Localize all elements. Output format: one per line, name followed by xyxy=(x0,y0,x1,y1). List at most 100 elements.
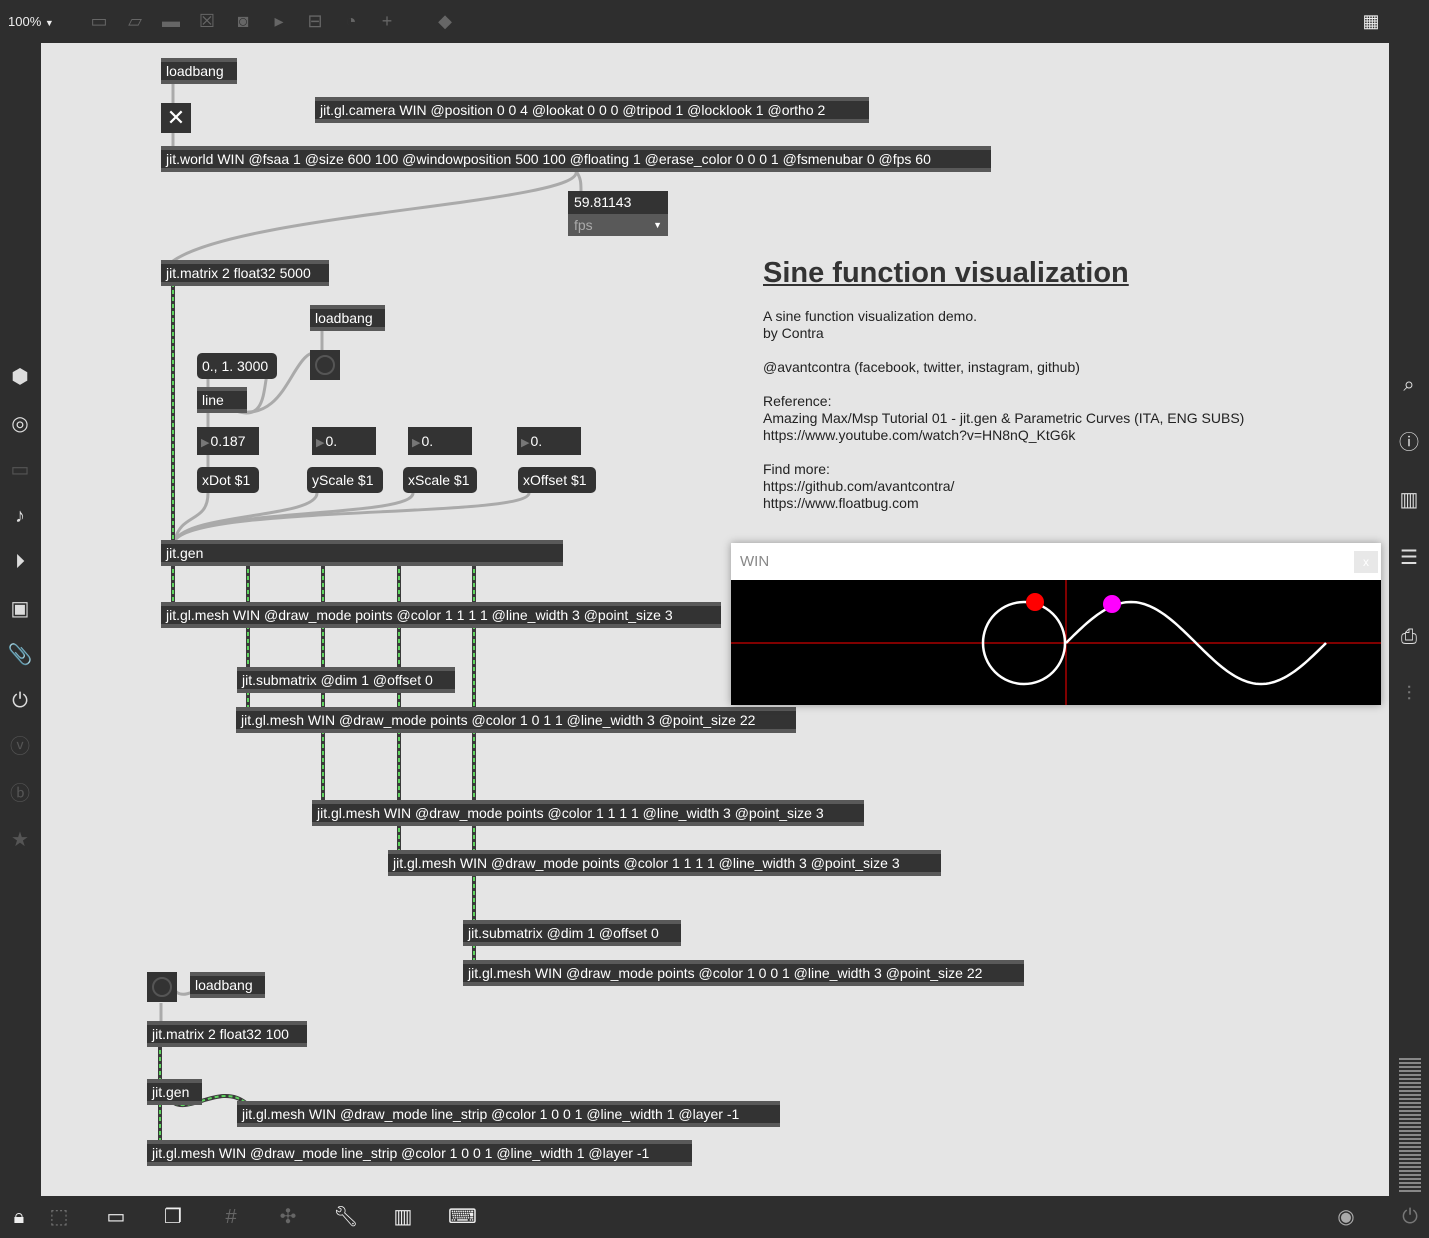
plug-icon[interactable]: ⏻ xyxy=(12,690,28,712)
toggle-icon[interactable]: ☒ xyxy=(198,11,216,31)
media-icon[interactable]: ⏵ xyxy=(15,551,25,573)
toggle[interactable]: ✕ xyxy=(161,103,191,133)
zoom-level: 100% xyxy=(8,14,42,29)
loadbang-object[interactable]: loadbang xyxy=(161,58,237,84)
render-view xyxy=(691,580,1389,705)
patch-cord xyxy=(574,170,583,192)
comment-line xyxy=(763,444,1244,461)
comment-line: https://www.floatbug.com xyxy=(763,495,919,511)
patcher-canvas[interactable]: loadbang ✕ jit.gl.camera WIN @position 0… xyxy=(41,43,1389,1196)
fps-number[interactable]: 59.81143 xyxy=(568,191,668,214)
xscale-message[interactable]: xScale $1 xyxy=(403,467,477,493)
mesh-object[interactable]: jit.gl.mesh WIN @draw_mode line_strip @c… xyxy=(147,1140,692,1166)
line-message[interactable]: 0., 1. 3000 xyxy=(197,353,277,379)
mesh-object[interactable]: jit.gl.mesh WIN @draw_mode line_strip @c… xyxy=(237,1101,780,1127)
mesh-object[interactable]: jit.gl.mesh WIN @draw_mode points @color… xyxy=(312,800,864,826)
bang-icon[interactable]: ◙ xyxy=(237,11,249,31)
close-button[interactable]: x xyxy=(1354,551,1378,573)
circle-dot xyxy=(1026,593,1044,611)
mesh-object[interactable]: jit.gl.mesh WIN @draw_mode points @color… xyxy=(388,850,941,876)
list-icon[interactable]: ☰ xyxy=(1400,547,1418,569)
gen-object[interactable]: jit.gen xyxy=(147,1079,202,1105)
add-icon[interactable]: + xyxy=(381,11,393,31)
zoom-menu[interactable]: 100% ▼ xyxy=(8,14,54,29)
camera-object[interactable]: jit.gl.camera WIN @position 0 0 4 @looka… xyxy=(315,97,869,123)
comment-icon[interactable]: ▬ xyxy=(162,11,180,31)
message-icon[interactable]: ▱ xyxy=(128,11,142,31)
search-icon[interactable]: ⌕ xyxy=(1403,374,1415,396)
keyboard-icon[interactable]: ⌨ xyxy=(448,1206,477,1228)
vimeo-icon[interactable]: ⓥ xyxy=(10,736,30,758)
xscale-number[interactable]: ▶0. xyxy=(408,427,472,455)
level-meter xyxy=(1399,1058,1421,1193)
chevron-down-icon: ▼ xyxy=(44,18,54,28)
bandcamp-icon[interactable]: ⓑ xyxy=(10,783,30,805)
music-note-icon[interactable]: ♪ xyxy=(15,505,25,527)
wrench-icon[interactable]: 🔧︎ xyxy=(333,1206,359,1228)
comment-line: Find more: xyxy=(763,461,830,477)
paperclip-icon[interactable]: 📎 xyxy=(7,644,33,666)
comment-line: A sine function visualization demo. xyxy=(763,308,978,324)
submatrix-object[interactable]: jit.submatrix @dim 1 @offset 0 xyxy=(237,667,455,693)
matrix-object[interactable]: jit.matrix 2 float32 100 xyxy=(147,1021,307,1047)
line-object[interactable]: line xyxy=(197,387,247,413)
xoffset-number[interactable]: ▶0. xyxy=(517,427,581,455)
triangle-icon: ▶ xyxy=(412,437,421,449)
yscale-number[interactable]: ▶0. xyxy=(312,427,376,455)
power-icon[interactable]: ⏻ xyxy=(1402,1206,1418,1228)
xoffset-message[interactable]: xOffset $1 xyxy=(518,467,596,493)
piano-icon[interactable]: ▥ xyxy=(393,1206,413,1228)
lock-icon[interactable]: 🔒︎ xyxy=(13,1206,25,1228)
triangle-icon: ▶ xyxy=(316,437,325,449)
reference-icon[interactable]: ▥ xyxy=(1399,489,1419,511)
patch-cord xyxy=(172,170,578,263)
target-icon[interactable]: ◎ xyxy=(11,413,29,435)
info-icon[interactable]: ⓘ xyxy=(1399,432,1419,454)
image-icon[interactable]: ▣ xyxy=(10,598,30,620)
triangle-icon: ▶ xyxy=(521,437,530,449)
loadbang-object[interactable]: loadbang xyxy=(190,972,265,998)
number-value: 0. xyxy=(325,433,338,449)
xdot-number[interactable]: ▶0.187 xyxy=(197,427,259,455)
mixer-icon[interactable]: ⫶ xyxy=(1406,683,1412,705)
select-icon[interactable]: ⬚ xyxy=(49,1206,69,1228)
world-object[interactable]: jit.world WIN @fsaa 1 @size 600 100 @win… xyxy=(161,146,991,172)
slider-icon[interactable]: ⊟ xyxy=(307,11,323,31)
number-value: 0. xyxy=(421,433,434,449)
bang-button[interactable] xyxy=(147,972,177,1002)
snapshot-icon[interactable]: ⎙ xyxy=(1401,626,1417,648)
number-icon[interactable]: ▸ xyxy=(274,11,284,31)
chevron-down-icon: ▼ xyxy=(653,220,662,230)
dial-icon[interactable]: ◔ xyxy=(345,11,357,31)
loadbang-object[interactable]: loadbang xyxy=(310,305,385,331)
submatrix-object[interactable]: jit.submatrix @dim 1 @offset 0 xyxy=(463,920,681,946)
matrix-object[interactable]: jit.matrix 2 float32 5000 xyxy=(161,260,329,286)
play-icon[interactable]: ◉ xyxy=(1337,1206,1355,1228)
bang-button[interactable] xyxy=(310,350,340,380)
presentation-icon[interactable]: ▭ xyxy=(106,1206,126,1228)
cube-icon[interactable]: ⬢ xyxy=(11,366,29,388)
xdot-message[interactable]: xDot $1 xyxy=(197,467,259,493)
snap-icon[interactable]: ✣ xyxy=(279,1206,297,1228)
mesh-object[interactable]: jit.gl.mesh WIN @draw_mode points @color… xyxy=(463,960,1024,986)
mesh-object[interactable]: jit.gl.mesh WIN @draw_mode points @color… xyxy=(236,707,796,733)
mesh-object[interactable]: jit.gl.mesh WIN @draw_mode points @color… xyxy=(161,602,721,628)
new-object-icon[interactable]: ▭ xyxy=(90,11,108,31)
yscale-message[interactable]: yScale $1 xyxy=(307,467,383,493)
sine-dot xyxy=(1103,595,1121,613)
left-sidebar: ⬢ ◎ ▭ ♪ ⏵ ▣ 📎 ⏻ ⓥ ⓑ ★ xyxy=(0,43,41,1196)
fps-menu[interactable]: fps▼ xyxy=(568,214,668,236)
presentation-icon[interactable]: ▭ xyxy=(10,459,30,481)
comment-line xyxy=(763,342,1244,359)
star-icon[interactable]: ★ xyxy=(11,829,29,851)
grid-icon[interactable]: # xyxy=(225,1206,237,1228)
patch-cord xyxy=(173,492,210,541)
gen-object[interactable]: jit.gen xyxy=(161,540,563,566)
windows-icon[interactable]: ❐ xyxy=(164,1206,182,1228)
comment-title: Sine function visualization xyxy=(763,257,1129,289)
grid-icon[interactable]: ▦ xyxy=(1362,11,1380,31)
paint-bucket-icon[interactable]: ◆ xyxy=(438,11,452,31)
patch-cord xyxy=(173,492,531,542)
